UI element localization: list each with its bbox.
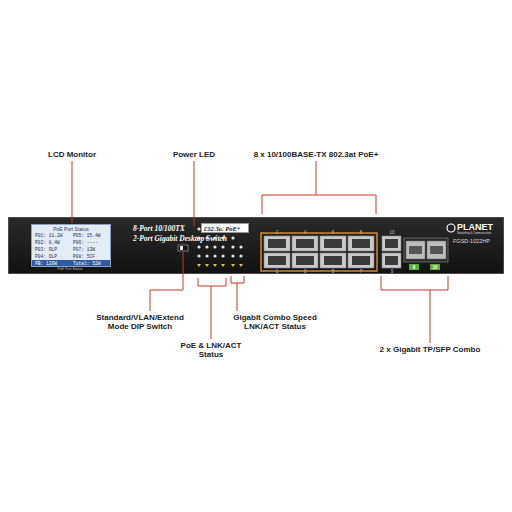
node-text: P01: 11.2W [35,234,63,239]
rj45-ports [264,236,374,268]
leader-lines [72,161,448,343]
poe-port-frame [261,233,377,271]
node-text: Total: 52W [73,262,101,267]
node-text: P06: ---- [73,241,98,246]
node-text: P04: OLP [35,255,57,260]
node-text: P08: 5CF [73,255,95,260]
node-text: PoE Port Status [32,227,110,232]
callout-label: Power LED [154,150,234,159]
node-text: 802.3at PoE+ [204,226,241,233]
node-text: FGSD-1022HP [453,239,490,245]
node-text: P07: 13W [73,248,95,253]
callout-label: Gigabit Combo Speed LNK/ACT Status [228,313,323,331]
node-text: 8-Port 10/100TX [133,225,185,233]
rj45-openings [268,239,370,265]
node-text: 2-Port Gigabit Desktop Switch [133,235,227,243]
node-text: P03: OLP [35,248,57,253]
dip-switch [178,245,188,251]
status-leds [197,227,242,257]
callout-label: LCD Monitor [27,150,117,159]
node-text: P02: 8.4W [35,241,60,246]
led-marks [197,264,243,267]
callout-label: 8 x 10/100BASE-TX 802.3at PoE+ [226,150,406,159]
node-text: Networking & Communication [457,233,491,236]
callout-label: 2 x Gigabit TP/SFP Combo [365,345,495,354]
logo-ring [447,224,455,232]
callout-label: PoE & LNK/ACT Status [171,341,251,359]
gigabit-tp-ports [382,236,401,268]
standard-badge: 802.3at PoE+ [201,223,249,233]
node-text: P05: 15.4W [73,234,101,239]
sfp-slots [404,238,448,270]
switch-front-panel: 8-Port 10/100TX 2-Port Gigabit Desktop Sw… [8,217,504,274]
lcd-monitor: PoE Port StatusP01: 11.2W P05: 15.4W P02: … [31,224,111,267]
callout-label: Standard/VLAN/Extend Mode DIP Switch [85,313,195,331]
node-text: PB: 120W [35,262,57,267]
node-text: PLANET [457,223,493,232]
